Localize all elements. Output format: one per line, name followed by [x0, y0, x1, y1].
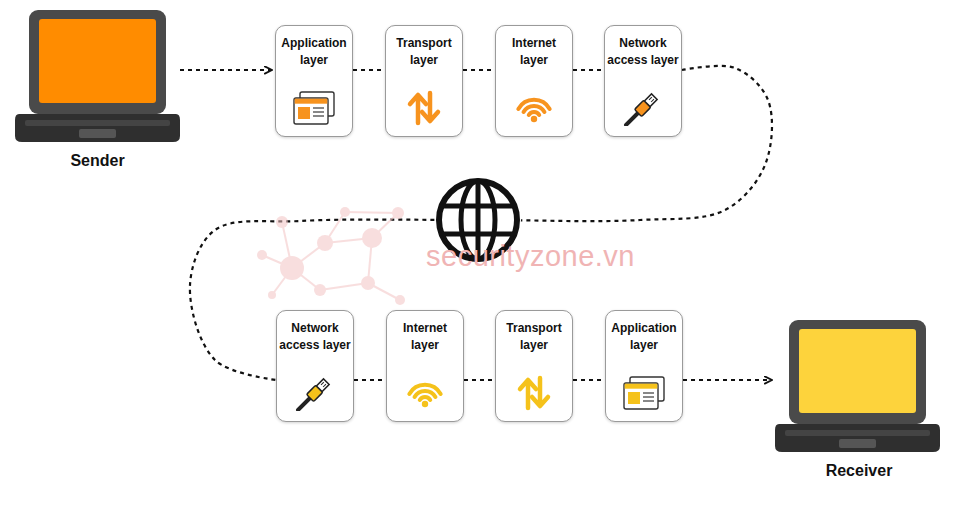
layer-icon [402, 90, 446, 126]
watermark: securityzone.vn [426, 240, 635, 273]
dotted-connector [180, 69, 272, 71]
layer-icon [621, 90, 665, 126]
layer-box: Transport layer [385, 25, 463, 137]
dotted-connector [683, 379, 772, 381]
layer-icon [512, 375, 556, 411]
layer-name: Application layer [606, 311, 682, 354]
layer-box: Transport layer [495, 310, 573, 422]
dotted-connector [463, 69, 495, 71]
layer-name: Transport layer [386, 26, 462, 69]
layer-icon [292, 90, 336, 126]
laptop-icon [775, 318, 940, 456]
layer-icon [512, 90, 556, 126]
dotted-connector [353, 69, 385, 71]
layer-box: Network access layer [276, 310, 354, 422]
layer-box: Internet layer [495, 25, 573, 137]
layer-name: Internet layer [496, 26, 572, 69]
layer-box: Network access layer [604, 25, 682, 137]
computer-label: Receiver [775, 462, 943, 480]
layer-name: Network access layer [605, 26, 681, 69]
dotted-connector [464, 379, 495, 381]
layer-name: Transport layer [496, 311, 572, 354]
dotted-connector [573, 379, 605, 381]
layer-box: Application layer [605, 310, 683, 422]
layer-name: Network access layer [277, 311, 353, 354]
computer-node: Receiver [775, 318, 943, 480]
layer-icon [403, 375, 447, 411]
layer-name: Application layer [276, 26, 352, 69]
layer-icon [293, 375, 337, 411]
dotted-connector [354, 379, 386, 381]
computer-label: Sender [15, 152, 180, 170]
computer-node: Sender [15, 8, 180, 170]
layer-name: Internet layer [387, 311, 463, 354]
layer-box: Internet layer [386, 310, 464, 422]
layer-box: Application layer [275, 25, 353, 137]
layer-icon [622, 375, 666, 411]
laptop-icon [15, 8, 180, 146]
dotted-connector [573, 69, 604, 71]
network-graph-watermark [257, 207, 405, 305]
